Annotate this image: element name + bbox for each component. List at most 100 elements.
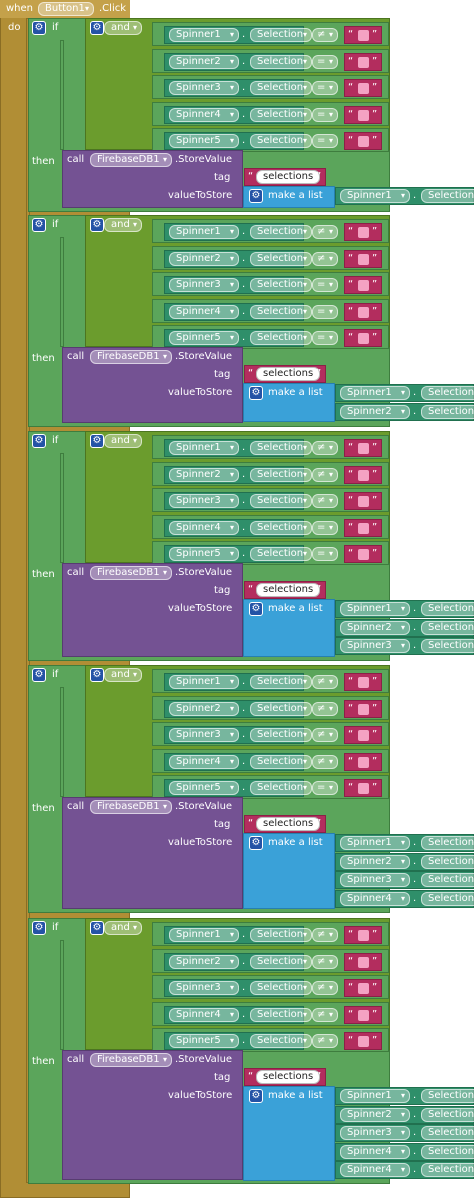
selection-dropdown[interactable]: Selection▾ [421,1089,474,1103]
spinner-dropdown[interactable]: Spinner4▾ [340,891,410,906]
empty-text[interactable] [358,1009,369,1021]
empty-text[interactable] [358,306,369,318]
spinner-selection-getter[interactable] [164,52,304,71]
spinner-dropdown[interactable]: Spinner4▾ [169,1007,239,1022]
compare-operator-dropdown[interactable]: ≠▾ [312,728,338,742]
spinner-dropdown[interactable]: Spinner5▾ [169,1034,239,1048]
empty-text[interactable] [358,56,369,68]
compare-operator-dropdown[interactable]: ≠▾ [312,701,338,716]
selection-dropdown[interactable]: Selection▾ [421,1163,474,1177]
selection-dropdown[interactable]: Selection▾ [421,639,474,653]
spinner-selection-getter[interactable] [164,26,304,44]
selection-dropdown[interactable]: Selection▾ [250,520,312,535]
spinner-dropdown[interactable]: Spinner5▾ [169,134,239,148]
spinner-selection-getter[interactable] [164,465,304,484]
selection-dropdown[interactable]: Selection▾ [250,304,312,319]
compare-operator-dropdown[interactable]: =▾ [312,781,338,795]
empty-text[interactable] [358,522,369,534]
selection-dropdown[interactable]: Selection▾ [250,278,312,292]
spinner-dropdown[interactable]: Spinner3▾ [169,981,239,995]
spinner-dropdown[interactable]: Spinner1▾ [340,1089,410,1103]
selection-dropdown[interactable]: Selection▾ [250,728,312,742]
selection-dropdown[interactable]: Selection▾ [250,1007,312,1022]
gear-icon[interactable]: ⚙ [90,668,104,682]
spinner-dropdown[interactable]: Spinner1▾ [169,28,239,42]
selection-dropdown[interactable]: Selection▾ [250,494,312,508]
spinner-dropdown[interactable]: Spinner4▾ [169,107,239,122]
selection-dropdown[interactable]: Selection▾ [421,1126,474,1140]
empty-text[interactable] [358,956,369,968]
gear-icon[interactable]: ⚙ [90,434,104,448]
spinner-dropdown[interactable]: Spinner3▾ [340,639,410,653]
compare-operator-dropdown[interactable]: =▾ [312,331,338,345]
selection-dropdown[interactable]: Selection▾ [250,981,312,995]
and-dropdown[interactable]: and▾ [104,21,142,35]
gear-icon[interactable]: ⚙ [90,218,104,232]
gear-icon[interactable]: ⚙ [32,921,46,935]
empty-text[interactable] [358,333,369,344]
spinner-selection-getter[interactable] [164,276,304,294]
spinner-dropdown[interactable]: Spinner4▾ [169,754,239,769]
gear-icon[interactable]: ⚙ [249,836,263,850]
empty-text[interactable] [358,443,369,454]
empty-text[interactable] [358,496,369,507]
gear-icon[interactable]: ⚙ [90,21,104,35]
empty-text[interactable] [358,730,369,741]
gear-icon[interactable]: ⚙ [32,218,46,232]
spinner-dropdown[interactable]: Spinner4▾ [340,1163,410,1177]
spinner-dropdown[interactable]: Spinner1▾ [169,225,239,239]
spinner-dropdown[interactable]: Spinner3▾ [169,278,239,292]
empty-text[interactable] [358,227,369,238]
selection-dropdown[interactable]: Selection▾ [250,134,312,148]
text-value[interactable]: selections [256,1070,321,1084]
empty-text[interactable] [358,253,369,265]
spinner-dropdown[interactable]: Spinner3▾ [169,81,239,95]
selection-dropdown[interactable]: Selection▾ [421,873,474,887]
firebasedb-dropdown[interactable]: FirebaseDB1▾ [90,800,172,814]
empty-text[interactable] [358,136,369,147]
firebasedb-dropdown[interactable]: FirebaseDB1▾ [90,1053,172,1067]
gear-icon[interactable]: ⚙ [249,602,263,616]
empty-text[interactable] [358,83,369,94]
spinner-dropdown[interactable]: Spinner4▾ [169,520,239,535]
spinner-dropdown[interactable]: Spinner1▾ [169,675,239,689]
selection-dropdown[interactable]: Selection▾ [421,891,474,906]
empty-text[interactable] [358,930,369,941]
empty-text[interactable] [358,549,369,560]
compare-operator-dropdown[interactable]: =▾ [312,520,338,535]
compare-operator-dropdown[interactable]: ≠▾ [312,251,338,266]
selection-dropdown[interactable]: Selection▾ [250,331,312,345]
selection-dropdown[interactable]: Selection▾ [250,251,312,266]
spinner-dropdown[interactable]: Spinner2▾ [169,701,239,716]
selection-dropdown[interactable]: Selection▾ [250,675,312,689]
selection-dropdown[interactable]: Selection▾ [421,602,474,616]
compare-operator-dropdown[interactable]: ≠▾ [312,494,338,508]
empty-text[interactable] [358,983,369,994]
spinner-selection-getter[interactable] [164,1032,304,1050]
spinner-dropdown[interactable]: Spinner2▾ [169,467,239,482]
call-storevalue-block[interactable] [62,150,243,208]
firebasedb-dropdown[interactable]: FirebaseDB1▾ [90,566,172,580]
gear-icon[interactable]: ⚙ [32,21,46,35]
selection-dropdown[interactable]: Selection▾ [250,28,312,42]
spinner-dropdown[interactable]: Spinner5▾ [169,781,239,795]
selection-dropdown[interactable]: Selection▾ [421,1144,474,1159]
spinner-selection-getter[interactable] [164,132,304,150]
compare-operator-dropdown[interactable]: ≠▾ [312,1007,338,1022]
text-value[interactable]: selections [256,817,321,831]
empty-text[interactable] [358,783,369,794]
spinner-dropdown[interactable]: Spinner2▾ [169,54,239,69]
spinner-selection-getter[interactable] [164,105,304,124]
and-dropdown[interactable]: and▾ [104,668,142,682]
compare-operator-dropdown[interactable]: ≠▾ [312,28,338,42]
compare-operator-dropdown[interactable]: ≠▾ [312,928,338,942]
empty-text[interactable] [358,109,369,121]
firebasedb-dropdown[interactable]: FirebaseDB1▾ [90,350,172,364]
selection-dropdown[interactable]: Selection▾ [250,107,312,122]
selection-dropdown[interactable]: Selection▾ [421,386,474,400]
and-dropdown[interactable]: and▾ [104,921,142,935]
spinner-dropdown[interactable]: Spinner2▾ [169,251,239,266]
selection-dropdown[interactable]: Selection▾ [421,1107,474,1122]
spinner-selection-getter[interactable] [164,518,304,537]
selection-dropdown[interactable]: Selection▾ [250,754,312,769]
